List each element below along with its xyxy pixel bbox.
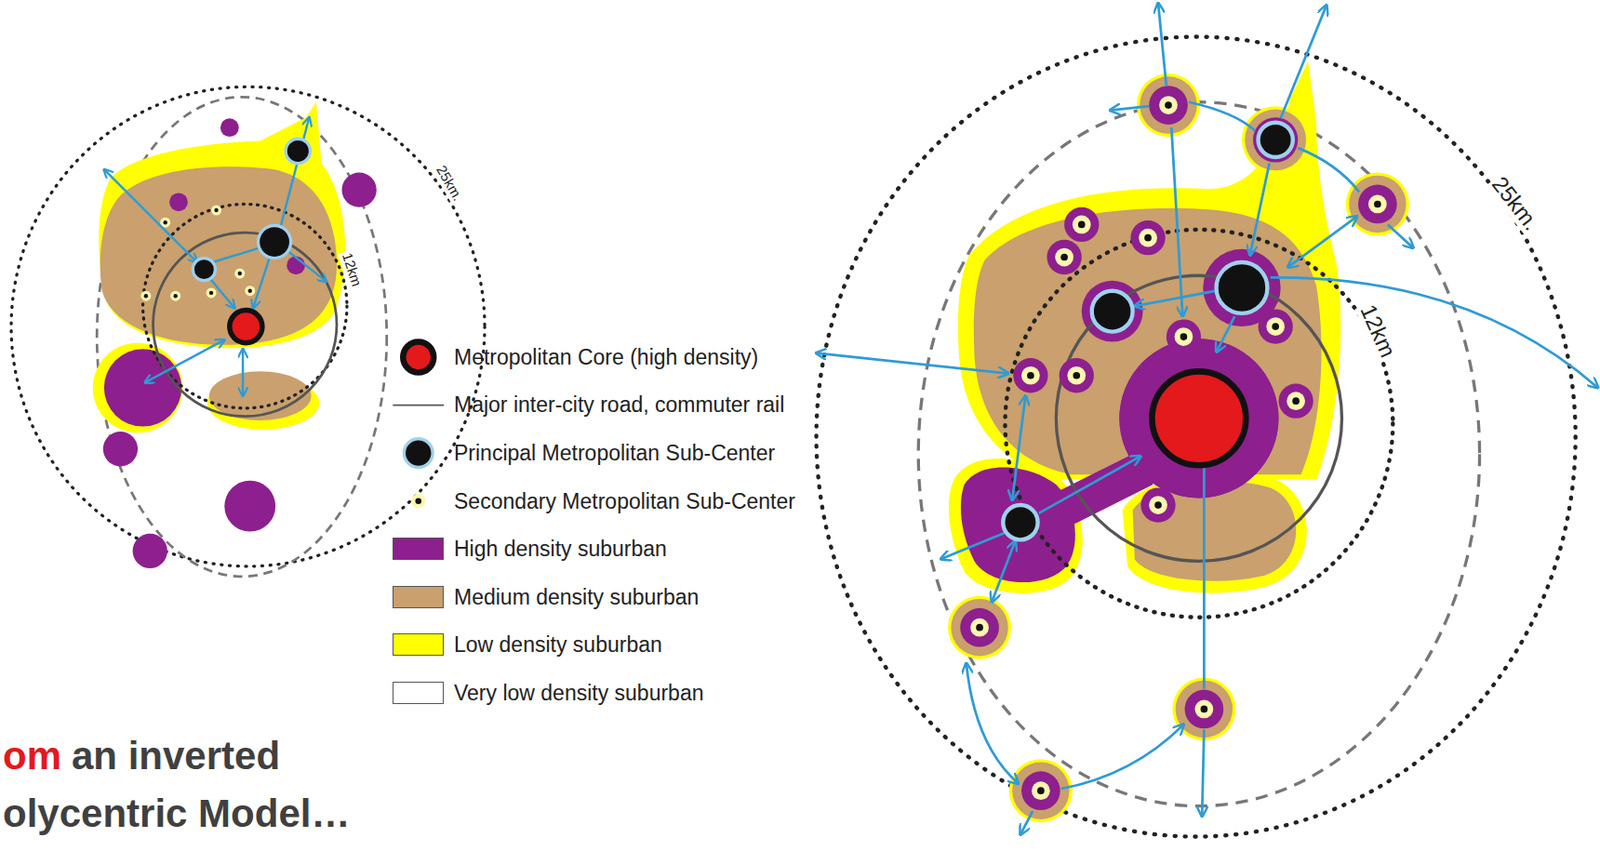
heading-fragment: an inverted [71,734,280,778]
legend-text: High density suburban [453,536,667,561]
legend-text: Low density suburban [453,632,663,657]
distance-label: 25km. [1485,171,1545,238]
legend-swatch [392,586,444,609]
heading-fragment: om [2,734,62,778]
legend-swatch [392,537,444,560]
legend-swatch [392,681,444,705]
legend-text: Principal Metropolitan Sub-Center [453,440,775,466]
legend-text: Very low density suburban [453,680,705,706]
legend-text: Major inter-city road, commuter rail [453,392,785,417]
legend-text: Metropolitan Core (high density) [453,345,759,370]
legend-swatch [392,633,444,656]
heading-fragment: olycentric Model… [2,792,350,836]
distance-label: 25km. [432,160,467,205]
legend-text: Secondary Metropolitan Sub-Center [453,489,796,514]
distance-label: 12km [1354,299,1401,363]
legend-text: Medium density suburban [453,585,699,610]
